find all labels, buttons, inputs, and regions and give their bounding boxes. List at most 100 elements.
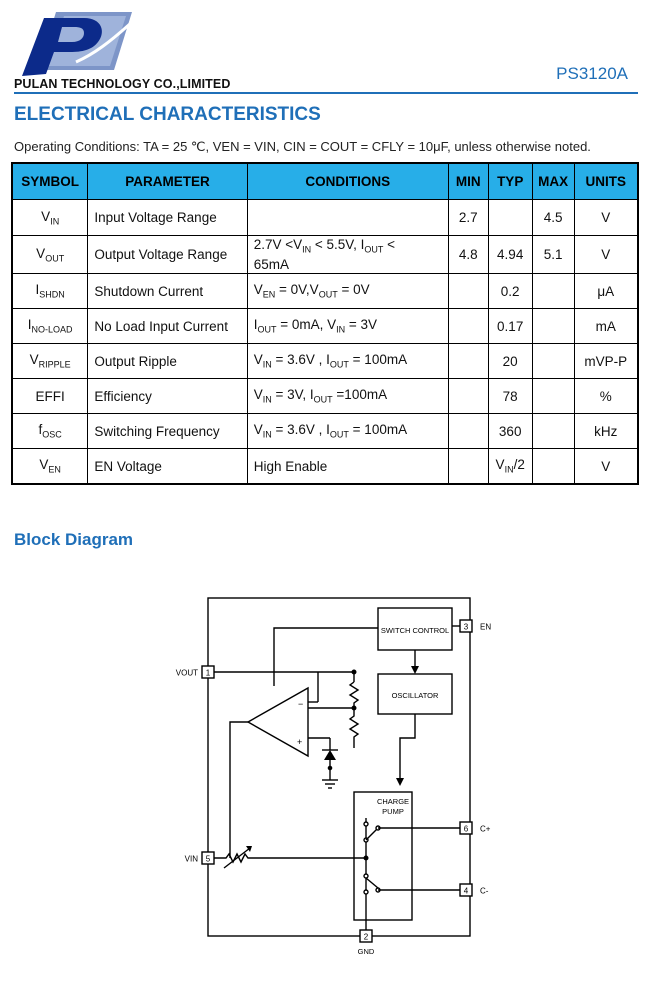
- min-cell: [447, 378, 489, 414]
- min-cell: 4.8: [447, 235, 489, 274]
- symbol-cell: ISHDN: [11, 273, 89, 309]
- company-name: PULAN TECHNOLOGY CO.,LIMITED: [14, 77, 231, 91]
- table-row: INO-LOAD No Load Input Current IOUT = 0m…: [11, 308, 639, 344]
- part-number: PS3120A: [556, 64, 628, 83]
- max-cell: [531, 308, 575, 344]
- parameter-cell: Output Voltage Range: [87, 235, 248, 274]
- parameter-cell: EN Voltage: [87, 448, 248, 485]
- symbol-cell: VIN: [11, 199, 89, 236]
- typ-cell: 360: [487, 413, 533, 449]
- gnd-pin-number: 2: [364, 933, 369, 942]
- cminus-pin: [459, 883, 473, 897]
- max-cell: 4.5: [531, 199, 575, 236]
- min-cell: [447, 308, 489, 344]
- block-diagram: SWITCH CONTROL OSCILLATOR CHARGE PUMP 3 …: [176, 597, 491, 956]
- max-cell: [531, 273, 575, 309]
- operating-conditions: Operating Conditions: TA = 25 ℃, VEN = V…: [14, 139, 591, 154]
- header-rule: [14, 92, 638, 94]
- typ-cell: 4.94: [487, 235, 533, 274]
- table-row: VRIPPLE Output Ripple VIN = 3.6V , IOUT …: [11, 343, 639, 379]
- en-pin: [459, 619, 473, 633]
- header-min: MIN: [447, 162, 489, 200]
- en-pin-number: 3: [464, 623, 469, 632]
- header-conditions: CONDITIONS: [246, 162, 449, 200]
- parameter-cell: Switching Frequency: [87, 413, 248, 449]
- unit-cell: V: [573, 199, 639, 236]
- conditions-cell: VIN = 3.6V , IOUT = 100mA: [246, 413, 449, 449]
- min-cell: [447, 273, 489, 309]
- conditions-cell: VIN = 3V, IOUT =100mA: [246, 378, 449, 414]
- min-cell: [447, 343, 489, 379]
- gnd-pin: [359, 929, 373, 943]
- variable-resistor: [214, 852, 366, 864]
- vin-pin-label: VIN: [185, 855, 199, 864]
- symbol-cell: fOSC: [11, 413, 89, 449]
- typ-cell: 0.2: [487, 273, 533, 309]
- divider-resistor: [348, 681, 360, 748]
- typ-cell: [487, 199, 533, 236]
- vin-pin-number: 5: [206, 855, 211, 864]
- gnd-pin-label: GND: [358, 947, 375, 956]
- symbol-cell: INO-LOAD: [11, 308, 89, 344]
- header-symbol: SYMBOL: [11, 162, 89, 200]
- max-cell: [531, 343, 575, 379]
- max-cell: [531, 378, 575, 414]
- cplus-pin-number: 6: [464, 825, 469, 834]
- header-parameter: PARAMETER: [87, 162, 248, 200]
- table-row: EFFI Efficiency VIN = 3V, IOUT =100mA 78…: [11, 378, 639, 414]
- chip-outline: [207, 597, 471, 937]
- switch-control-label: SWITCH CONTROL: [381, 626, 449, 635]
- header-max: MAX: [531, 162, 575, 200]
- cplus-pin: [459, 821, 473, 835]
- cplus-pin-label: C+: [480, 825, 491, 834]
- charge-label: CHARGE: [377, 797, 409, 806]
- symbol-cell: EFFI: [11, 378, 89, 414]
- unit-cell: mVP-P: [573, 343, 639, 379]
- parameter-cell: Input Voltage Range: [87, 199, 248, 236]
- cminus-pin-label: C-: [480, 887, 489, 896]
- zener-reference: [324, 750, 336, 760]
- charge-pump-block: [353, 791, 413, 921]
- min-cell: [447, 413, 489, 449]
- symbol-cell: VEN: [11, 448, 89, 485]
- typ-cell: VIN/2: [487, 448, 533, 485]
- typ-cell: 0.17: [487, 308, 533, 344]
- table-row: fOSC Switching Frequency VIN = 3.6V , IO…: [11, 413, 639, 449]
- en-pin-label: EN: [480, 623, 491, 632]
- parameter-cell: No Load Input Current: [87, 308, 248, 344]
- cminus-pin-number: 4: [464, 887, 469, 896]
- table-row: VIN Input Voltage Range 2.7 4.5 V: [11, 199, 639, 236]
- company-logo: [22, 12, 134, 76]
- conditions-cell: 2.7V <VIN < 5.5V, IOUT <65mA: [246, 235, 449, 274]
- max-cell: [531, 448, 575, 485]
- parameter-cell: Output Ripple: [87, 343, 248, 379]
- table-header-row: SYMBOL PARAMETER CONDITIONS MIN TYP MAX …: [11, 162, 639, 200]
- conditions-cell: High Enable: [246, 448, 449, 485]
- unit-cell: kHz: [573, 413, 639, 449]
- pump-label: PUMP: [382, 807, 404, 816]
- typ-cell: 20: [487, 343, 533, 379]
- vout-pin-number: 1: [206, 669, 211, 678]
- error-amplifier: [246, 686, 309, 758]
- unit-cell: %: [573, 378, 639, 414]
- typ-cell: 78: [487, 378, 533, 414]
- conditions-cell: VEN = 0V,VOUT = 0V: [246, 273, 449, 309]
- parameter-cell: Shutdown Current: [87, 273, 248, 309]
- min-cell: 2.7: [447, 199, 489, 236]
- vout-pin-label: VOUT: [176, 669, 198, 678]
- section-title: ELECTRICAL CHARACTERISTICS: [14, 104, 321, 125]
- table-row: ISHDN Shutdown Current VEN = 0V,VOUT = 0…: [11, 273, 639, 309]
- unit-cell: μA: [573, 273, 639, 309]
- opamp-minus: −: [298, 699, 303, 709]
- conditions-cell: IOUT = 0mA, VIN = 3V: [246, 308, 449, 344]
- min-cell: [447, 448, 489, 485]
- header-units: UNITS: [573, 162, 639, 200]
- unit-cell: V: [573, 235, 639, 274]
- table-row: VEN EN Voltage High Enable VIN/2 V: [11, 448, 639, 485]
- electrical-characteristics-table: SYMBOL PARAMETER CONDITIONS MIN TYP MAX …: [11, 162, 639, 485]
- unit-cell: V: [573, 448, 639, 485]
- opamp-plus: +: [297, 737, 302, 747]
- max-cell: [531, 413, 575, 449]
- conditions-cell: VIN = 3.6V , IOUT = 100mA: [246, 343, 449, 379]
- parameter-cell: Efficiency: [87, 378, 248, 414]
